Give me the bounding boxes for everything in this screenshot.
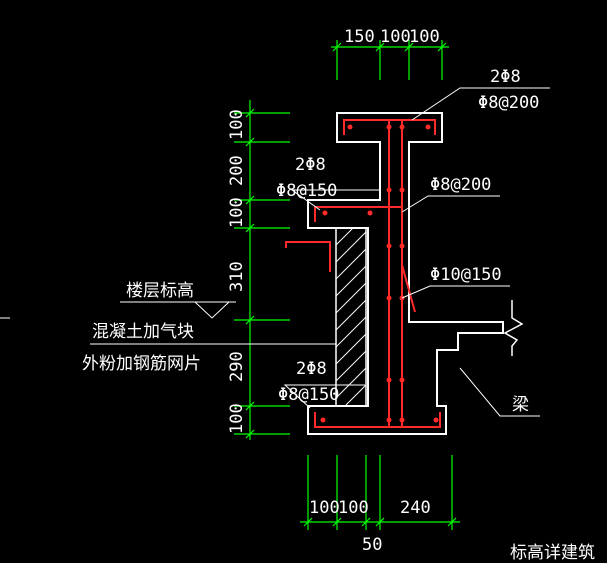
left-dimension-lines xyxy=(234,100,290,440)
leader-low-rebar xyxy=(283,384,365,409)
bottom-dimension-texts: 100 100 240 50 xyxy=(309,498,431,555)
main-rebar-hook xyxy=(401,264,416,313)
label-mid-stirrup: Φ8@150 xyxy=(276,181,337,201)
label-top-stirrup: Φ8@200 xyxy=(478,93,539,113)
label-top-bars: 2Φ8 xyxy=(490,67,521,87)
top-dimension-texts: 150 100 100 xyxy=(344,27,440,47)
label-low-bars: 2Φ8 xyxy=(296,359,327,379)
rebar-dots xyxy=(320,124,439,423)
left-dimension-texts: 100 200 100 310 290 100 xyxy=(227,109,247,434)
label-low-stirrup: Φ8@150 xyxy=(278,385,339,405)
bottom-dim-2: 100 xyxy=(338,498,369,518)
left-dim-3: 100 xyxy=(227,197,247,228)
leader-mid-rebar xyxy=(290,189,380,211)
top-dimension-lines xyxy=(331,40,449,80)
wall-material-label: 混凝土加气块 xyxy=(92,322,194,342)
left-dim-4: 310 xyxy=(227,261,247,292)
section-outline xyxy=(307,112,504,435)
rebar-label-texts: 2Φ8 Φ8@200 2Φ8 Φ8@150 Φ8@200 Φ10@150 2Φ8… xyxy=(276,67,539,405)
left-dim-5: 290 xyxy=(227,351,247,382)
floor-level-marker xyxy=(194,301,230,319)
bottom-offset-dim: 50 xyxy=(362,535,382,555)
floor-level-label: 楼层标高 xyxy=(126,281,194,301)
bottom-dim-1: 100 xyxy=(309,498,340,518)
label-vertical-stirrup: Φ8@200 xyxy=(430,175,491,195)
concrete-outline xyxy=(307,112,504,435)
low-stirrup-rebar xyxy=(314,412,441,428)
label-main-bar: Φ10@150 xyxy=(430,265,502,285)
leader-vertical-stirrup xyxy=(401,195,500,213)
top-dim-2: 100 xyxy=(380,27,411,47)
top-dim-3: 100 xyxy=(409,27,440,47)
break-line xyxy=(503,300,524,356)
footer-caption: 标高详建筑 xyxy=(510,543,595,563)
leader-main-bar xyxy=(401,285,510,299)
leader-top-rebar xyxy=(411,87,550,121)
wall-anchor-bar xyxy=(285,241,331,272)
left-dim-1: 100 xyxy=(227,109,247,140)
annotation-texts: 楼层标高 混凝土加气块 外粉加钢筋网片 梁 标高详建筑 xyxy=(82,281,595,563)
beam-label: 梁 xyxy=(512,395,529,415)
bottom-dimension-lines xyxy=(300,455,460,530)
left-dim-6: 100 xyxy=(227,403,247,434)
aerated-block-wall xyxy=(335,227,367,407)
label-mid-bars: 2Φ8 xyxy=(295,155,326,175)
leader-lines xyxy=(0,87,550,417)
top-dim-1: 150 xyxy=(344,27,375,47)
bottom-dim-3: 240 xyxy=(400,498,431,518)
plaster-note-label: 外粉加钢筋网片 xyxy=(82,354,201,374)
leader-beam xyxy=(459,367,540,417)
left-dim-2: 200 xyxy=(227,155,247,186)
